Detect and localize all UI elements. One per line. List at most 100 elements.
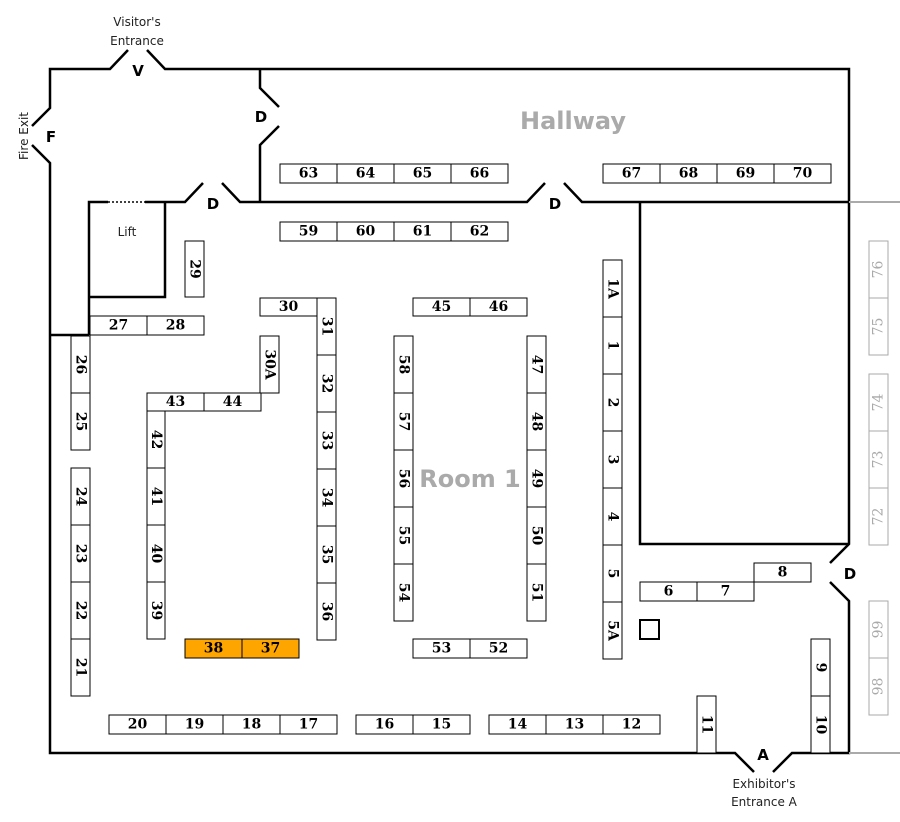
booth-box <box>184 240 205 298</box>
booth-box <box>393 563 414 622</box>
booth-14[interactable]: 14 <box>488 714 547 735</box>
booth-54[interactable]: 54 <box>393 563 414 622</box>
booth-label: 67 <box>622 166 641 182</box>
booth-50[interactable]: 50 <box>526 506 547 565</box>
booth-30[interactable]: 30 <box>259 297 318 317</box>
booth-12[interactable]: 12 <box>602 714 661 735</box>
booth-26[interactable]: 26 <box>70 335 91 394</box>
booth-63[interactable]: 63 <box>279 163 338 184</box>
booth-label: 15 <box>432 717 451 733</box>
booth-label: 6 <box>664 584 674 600</box>
booth-42[interactable]: 42 <box>146 410 166 469</box>
booth-11[interactable]: 11 <box>696 695 717 754</box>
booth-31[interactable]: 31 <box>316 297 337 356</box>
booth-47[interactable]: 47 <box>526 335 547 394</box>
booth-box <box>241 638 300 659</box>
booth-55[interactable]: 55 <box>393 506 414 565</box>
booth-51[interactable]: 51 <box>526 563 547 622</box>
booth-17[interactable]: 17 <box>279 714 338 735</box>
booth-3[interactable]: 3 <box>602 430 623 489</box>
booth-6[interactable]: 6 <box>639 581 698 602</box>
booth-label: 56 <box>396 469 412 488</box>
booth-53[interactable]: 53 <box>412 638 471 659</box>
booth-label: 74 <box>871 394 887 412</box>
booth-43[interactable]: 43 <box>146 392 205 412</box>
booth-20[interactable]: 20 <box>108 714 167 735</box>
booth-28[interactable]: 28 <box>146 315 205 336</box>
booth-10[interactable]: 10 <box>810 695 831 754</box>
booth-61[interactable]: 61 <box>393 221 452 242</box>
booth-box <box>696 695 717 754</box>
booth-57[interactable]: 57 <box>393 392 414 451</box>
booth-60[interactable]: 60 <box>336 221 395 242</box>
booth-74[interactable]: 74 <box>868 373 889 432</box>
booth-62[interactable]: 62 <box>450 221 509 242</box>
booth-49[interactable]: 49 <box>526 449 547 508</box>
booth-69[interactable]: 69 <box>716 163 775 184</box>
booth-37[interactable]: 37 <box>241 638 300 659</box>
booth-35[interactable]: 35 <box>316 525 337 584</box>
booth-label: 4 <box>605 512 621 522</box>
booth-4[interactable]: 4 <box>602 487 623 546</box>
booth-99[interactable]: 99 <box>868 600 889 659</box>
booth-21[interactable]: 21 <box>70 638 91 697</box>
booth-9[interactable]: 9 <box>810 638 831 697</box>
booth-box <box>146 315 205 336</box>
booth-23[interactable]: 23 <box>70 524 91 583</box>
booth-19[interactable]: 19 <box>165 714 224 735</box>
booth-13[interactable]: 13 <box>545 714 604 735</box>
booth-39[interactable]: 39 <box>146 581 166 640</box>
booth-36[interactable]: 36 <box>316 582 337 641</box>
booth-64[interactable]: 64 <box>336 163 395 184</box>
booth-8[interactable]: 8 <box>753 562 812 583</box>
booth-label: 42 <box>148 430 164 449</box>
booth-1a[interactable]: 1A <box>602 259 623 318</box>
booth-45[interactable]: 45 <box>412 297 471 317</box>
booth-7[interactable]: 7 <box>696 581 755 602</box>
visitor-door-letter: V <box>132 62 144 80</box>
booth-40[interactable]: 40 <box>146 524 166 583</box>
booth-label: 72 <box>871 508 887 526</box>
booth-59[interactable]: 59 <box>279 221 338 242</box>
booth-76[interactable]: 76 <box>868 240 889 299</box>
booth-2[interactable]: 2 <box>602 373 623 432</box>
booth-38[interactable]: 38 <box>184 638 243 659</box>
booth-label: 26 <box>73 355 89 374</box>
booth-67[interactable]: 67 <box>602 163 661 184</box>
booth-33[interactable]: 33 <box>316 411 337 470</box>
booth-16[interactable]: 16 <box>355 714 414 735</box>
booth-41[interactable]: 41 <box>146 467 166 526</box>
booth-44[interactable]: 44 <box>203 392 262 412</box>
booth-30a[interactable]: 30A <box>259 335 280 394</box>
booth-22[interactable]: 22 <box>70 581 91 640</box>
booth-5[interactable]: 5 <box>602 544 623 603</box>
booth-98[interactable]: 98 <box>868 657 889 716</box>
booth-70[interactable]: 70 <box>773 163 832 184</box>
booth-46[interactable]: 46 <box>469 297 528 317</box>
booth-label: 98 <box>871 678 887 696</box>
booth-56[interactable]: 56 <box>393 449 414 508</box>
booth-72[interactable]: 72 <box>868 487 889 546</box>
booth-25[interactable]: 25 <box>70 392 91 451</box>
booth-24[interactable]: 24 <box>70 467 91 526</box>
booth-box <box>450 163 509 184</box>
booth-52[interactable]: 52 <box>469 638 528 659</box>
booth-5a[interactable]: 5A <box>602 601 623 660</box>
booth-73[interactable]: 73 <box>868 430 889 489</box>
booth-label: 22 <box>73 601 89 620</box>
booth-34[interactable]: 34 <box>316 468 337 527</box>
booth-32[interactable]: 32 <box>316 354 337 413</box>
booth-65[interactable]: 65 <box>393 163 452 184</box>
booth-label: 13 <box>565 717 584 733</box>
booth-27[interactable]: 27 <box>89 315 148 336</box>
booth-box <box>602 714 661 735</box>
booth-1[interactable]: 1 <box>602 316 623 375</box>
booth-68[interactable]: 68 <box>659 163 718 184</box>
booth-29[interactable]: 29 <box>184 240 205 298</box>
booth-48[interactable]: 48 <box>526 392 547 451</box>
booth-66[interactable]: 66 <box>450 163 509 184</box>
booth-15[interactable]: 15 <box>412 714 471 735</box>
booth-75[interactable]: 75 <box>868 297 889 356</box>
booth-18[interactable]: 18 <box>222 714 281 735</box>
booth-58[interactable]: 58 <box>393 335 414 394</box>
